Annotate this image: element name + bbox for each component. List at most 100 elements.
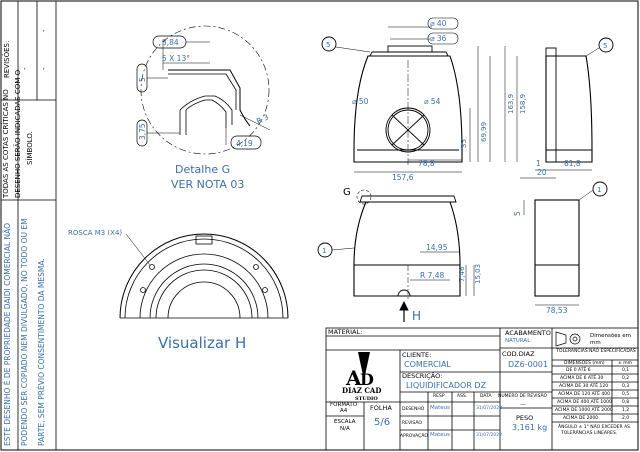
acabamento-label: ACABAMENTO xyxy=(505,329,551,337)
acabamento-value: NATURAL xyxy=(505,338,531,344)
formato-label: FORMATO xyxy=(330,402,358,408)
sidebar-frame xyxy=(1,1,57,450)
detail-g-dim-384: 3,84 xyxy=(162,38,179,47)
tolerance-note-line-2: TOLERÂNCIAS LINEARES. xyxy=(561,431,618,436)
view-h-drawing xyxy=(119,233,289,319)
property-note-line-1: ESTE DESENHO É DE PROPRIEDADE DAIDI COME… xyxy=(3,223,12,446)
detail-g-note: VER NOTA 03 xyxy=(171,178,244,191)
side-balloon-5: 5 xyxy=(603,42,607,50)
peso-label: PESO xyxy=(516,414,534,422)
tolerance-row-7: ACIMA DE 2000 xyxy=(563,416,599,421)
critical-note-line-2: DESENHO SERÃO INDICADAS COM O xyxy=(14,69,22,198)
logo-subtext: STUDIO xyxy=(355,396,378,402)
cod-label: COD.DIAZ xyxy=(502,350,535,358)
side-view-drawing xyxy=(535,37,614,171)
aprovacao-data: 31/07/2022 xyxy=(476,433,502,438)
front-dim-35: 35 xyxy=(460,139,468,148)
cliente-label: CLIENTE: xyxy=(402,351,432,359)
critical-note-line-1: TODAS AS COTAS CRÍTICAS NO xyxy=(2,89,10,198)
aprovacao-resp: Mateus xyxy=(430,432,451,438)
col-resp: RESP xyxy=(433,394,445,399)
side-dim-818: 81,8 xyxy=(564,159,581,168)
company-logo: A D DIAZ CAD STUDIO xyxy=(342,352,381,402)
side-view-2-drawing xyxy=(520,177,608,306)
bottom-dim-r748: R 7,48 xyxy=(420,271,445,280)
side-dim-7853: 78,53 xyxy=(546,306,568,315)
svg-text:D: D xyxy=(360,370,374,389)
tolerance-row-2-value: 0,2 xyxy=(622,376,630,381)
peso-value: 3,161 kg xyxy=(512,423,548,432)
folha-label: FOLHA xyxy=(370,404,392,412)
property-note-line-2: PODENDO SER COPIADO NEM DIVULGADO, NO TO… xyxy=(20,218,29,446)
detail-g-dim-5: 5 xyxy=(138,77,147,82)
tolerance-header-dims: DIMENSÕES (mm) xyxy=(564,361,605,366)
detail-g-title: Detalhe G xyxy=(175,163,230,176)
tolerance-row-6: ACIMA DE 1000 ATÉ 2000 xyxy=(555,408,613,413)
tolerance-row-1: DE 0 ATÉ 6 xyxy=(566,368,591,373)
front-dia-50: ⌀ 50 xyxy=(352,97,369,106)
cliente-value: COMERCIAL xyxy=(404,360,451,369)
tolerance-row-4: ACIMA DE 120 ATÉ 400 xyxy=(558,392,610,397)
bottom-dim-746: 7,46 xyxy=(458,266,466,282)
detail-g-dim-419: 4,19 xyxy=(236,139,253,148)
desenho-data: 31/07/2022 xyxy=(476,406,502,411)
front-dim-1639: 163,9 xyxy=(507,94,515,114)
folha-value: 5/6 xyxy=(374,417,391,428)
escala-label: ESCALA xyxy=(334,419,356,425)
tolerance-row-2: ACIMA DE 6 ATÉ 30 xyxy=(560,376,604,381)
material-label: MATERIAL: xyxy=(328,328,363,336)
front-dia-40: ⌀ 40 xyxy=(430,19,447,28)
detail-g-dim-375: 3,75 xyxy=(138,123,147,140)
svg-text:A: A xyxy=(345,366,362,390)
tolerance-row-5-value: 0,8 xyxy=(622,400,630,405)
row-aprovacao: APROVAÇÃO xyxy=(400,434,428,439)
bottom-section-h: H xyxy=(412,309,421,323)
tolerance-row-5: ACIMA DE 400 ATÉ 1000 xyxy=(557,400,612,405)
side-dim-20: 20 xyxy=(537,168,547,177)
tolerance-row-7-value: 2,0 xyxy=(622,416,630,421)
property-note-line-3: PARTE, SEM PRÉVIO CONSENTIMENTO DA MESMA… xyxy=(37,258,46,446)
tolerance-row-3-value: 0,3 xyxy=(622,384,630,389)
revisions-label: REVISÕES: xyxy=(3,40,11,78)
bottom-balloon-1: 1 xyxy=(322,247,326,255)
detail-g-dim-chamfer: 5 X 13° xyxy=(162,54,190,63)
view-h-thread: ROSCA M3 (X4) xyxy=(68,229,122,237)
front-view-drawing xyxy=(321,17,491,173)
side-dim-5: 5 xyxy=(513,211,522,216)
tolerance-row-3: ACIMA DE 30 ATÉ 120 xyxy=(559,384,609,389)
cod-value: DZ6-0001 xyxy=(508,360,548,369)
bottom-section-g: G xyxy=(343,187,351,198)
front-dia-36: ⌀ 36 xyxy=(430,34,447,43)
descricao-value: LIQUIDIFICADOR DZ xyxy=(406,381,487,390)
bottom-dim-1495: 14,95 xyxy=(426,243,448,252)
revision-dash-1: - xyxy=(21,67,29,70)
critical-note-line-3: SÍMBOLO. xyxy=(26,131,34,165)
tolerance-row-4-value: 0,5 xyxy=(622,392,630,397)
side-dim-1: 1 xyxy=(536,159,541,168)
col-ass: ASS. xyxy=(457,394,468,399)
descricao-label: DESCRIÇÃO: xyxy=(402,372,443,380)
bottom-view-drawing xyxy=(317,189,475,322)
col-data: DATA xyxy=(480,394,492,399)
row-revisao: REVISÃO xyxy=(402,421,422,426)
tolerance-note-line-1: ÂNGULO ± 1° NÃO EXCEDER AS xyxy=(558,425,631,430)
front-height-dims xyxy=(504,46,518,162)
tolerance-title: TOLERANCIAS NÃO ESPECIFICADAS xyxy=(556,349,636,354)
side-balloon-1: 1 xyxy=(597,186,601,194)
num-revisao-label: NUMERO DE REVISÃO xyxy=(498,394,548,399)
revision-dash-2: - xyxy=(40,67,48,70)
row-desenho: DESENHO xyxy=(402,407,425,412)
front-dim-1589: 158,9 xyxy=(519,94,527,114)
view-h-title: Visualizar H xyxy=(158,334,246,352)
front-dim-788: 78,8 xyxy=(418,159,435,168)
front-dim-1576: 157,6 xyxy=(392,173,414,182)
tolerance-row-1-value: 0,1 xyxy=(622,368,630,373)
front-dim-6999: 69,99 xyxy=(480,122,488,142)
logo-text: DIAZ CAD xyxy=(342,386,381,395)
detail-g-dim-r3: R 3 xyxy=(255,112,270,125)
front-dia-54: ⌀ 54 xyxy=(424,97,441,106)
bottom-dim-1503: 15,03 xyxy=(474,264,482,284)
num-revisao-value: --- xyxy=(520,402,526,408)
